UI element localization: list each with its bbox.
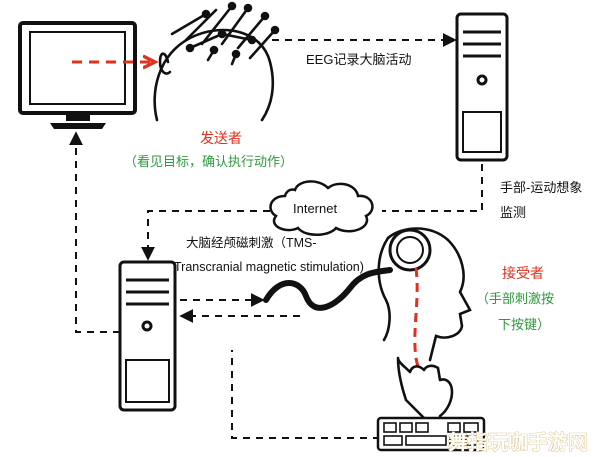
feedback-to-monitor-arrow	[69, 131, 120, 333]
hand-motor-label-line1: 手部-运动想象	[500, 180, 582, 195]
hand-icon	[396, 356, 454, 432]
sender-label: 发送者	[200, 130, 242, 146]
sender-task-label: （看见目标，确认执行动作）	[124, 154, 293, 169]
internet-label: Internet	[293, 201, 337, 216]
computer-tower-icon	[455, 12, 509, 162]
tower-to-internet-line	[382, 164, 483, 212]
receiver-task-label-line1: （手部刺激按	[476, 291, 554, 306]
head-eeg-icon	[153, 1, 280, 122]
keyboard-signal-line	[231, 350, 380, 439]
cloud-icon	[269, 180, 374, 236]
tms-label-line1: 大脑经颅磁刺激（TMS-	[186, 235, 317, 250]
keyboard-icon	[376, 416, 486, 452]
tms-label-line2: Transcranial magnetic stimulation)	[174, 260, 364, 274]
hand-motor-label-line2: 监测	[500, 205, 526, 220]
computer-tower-icon	[118, 260, 177, 412]
watermark: 舞指玩咖手游网	[448, 430, 588, 454]
tms-coil-icon	[263, 228, 432, 311]
receiver-task-label-line2: 下按键）	[498, 317, 550, 332]
receiver-label: 接受者	[502, 265, 544, 281]
internet-to-lower-tower-line	[141, 210, 270, 261]
eeg-label: EEG记录大脑活动	[306, 52, 411, 67]
head-profile-icon	[377, 227, 472, 362]
monitor-icon	[18, 21, 137, 129]
